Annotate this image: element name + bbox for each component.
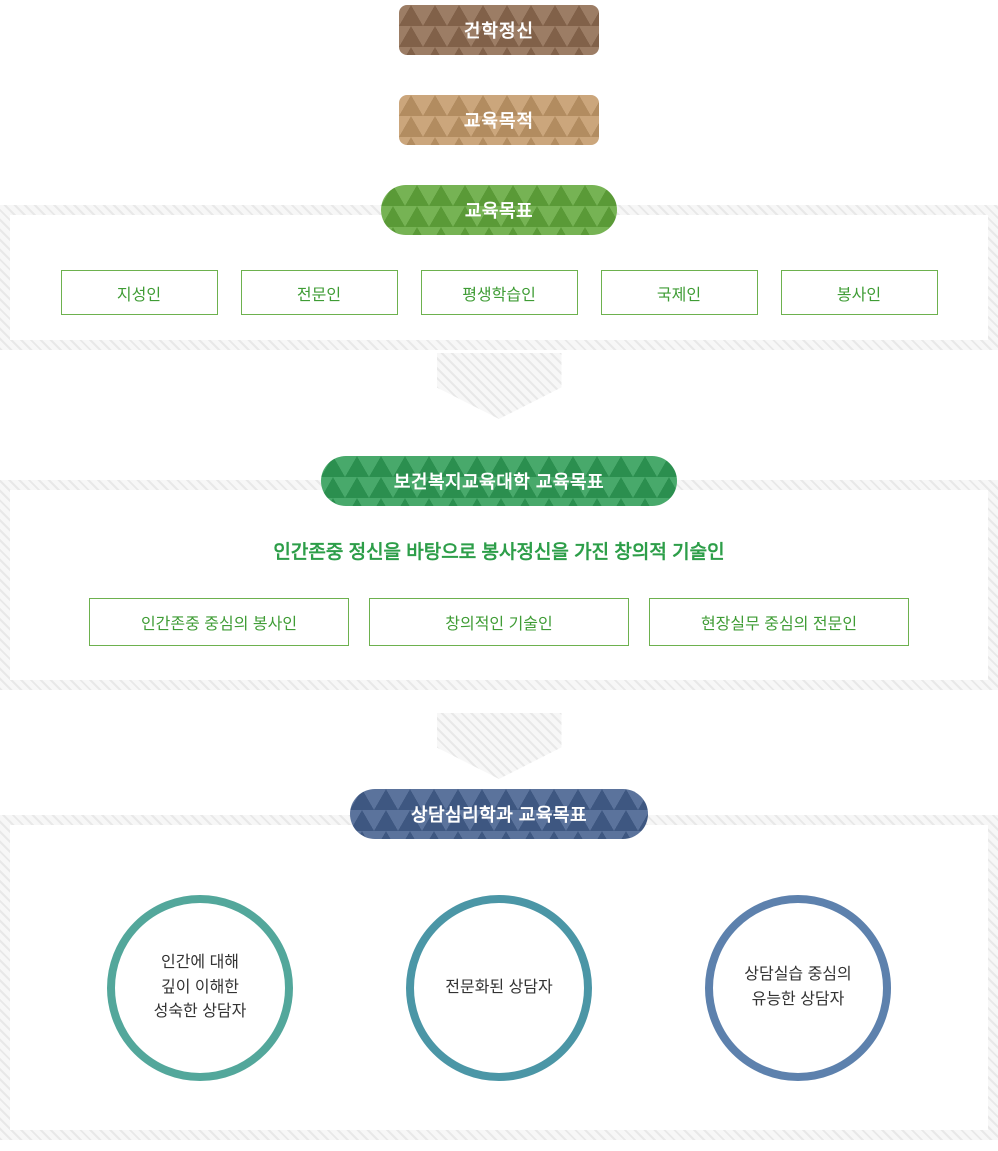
college-goals-title: 보건복지교육대학 교육목표: [393, 472, 605, 492]
education-purpose-box: 교육목적: [399, 95, 599, 145]
goal-circle: 인간에 대해 깊이 이해한 성숙한 상담자: [107, 895, 293, 1081]
section-inner-panel: [10, 490, 988, 680]
goal-box: 전문인: [240, 270, 398, 315]
goal-box-label: 지성인: [116, 286, 162, 304]
founding-spirit-box: 건학정신: [399, 5, 599, 55]
down-arrow-icon: [436, 353, 562, 419]
department-goals-list: 인간에 대해 깊이 이해한 성숙한 상담자 전문화된 상담자 상담실습 중심의 …: [0, 815, 998, 1081]
goal-circle-label: 인간에 대해 깊이 이해한 성숙한 상담자: [153, 953, 247, 1021]
goal-box-label: 국제인: [656, 286, 702, 304]
goal-circle: 상담실습 중심의 유능한 상담자: [705, 895, 891, 1081]
university-goals-title: 교육목표: [464, 201, 534, 221]
goal-circle: 전문화된 상담자: [406, 895, 592, 1081]
education-purpose-label: 교육목적: [463, 111, 535, 131]
college-goals-slogan: 인간존중 정신을 바탕으로 봉사정신을 가진 창의적 기술인: [273, 542, 725, 563]
goal-box: 지성인: [60, 270, 218, 315]
department-goals-title: 상담심리학과 교육목표: [410, 805, 588, 825]
university-goals-list: 지성인 전문인 평생학습인 국제인 봉사인: [0, 205, 998, 315]
goal-box-label: 봉사인: [836, 286, 882, 304]
goal-box: 평생학습인: [420, 270, 578, 315]
college-goals-pill: 보건복지교육대학 교육목표: [321, 456, 677, 506]
department-goals-section: 상담심리학과 교육목표 인간에 대해 깊이 이해한 성숙한 상담자 전문화된 상…: [0, 789, 998, 1140]
goal-box-label: 전문인: [296, 286, 342, 304]
college-goals-list: 인간존중 중심의 봉사인 창의적인 기술인 현장실무 중심의 전문인: [0, 564, 998, 646]
goal-box-label: 현장실무 중심의 전문인: [700, 616, 858, 633]
goal-circle-label: 전문화된 상담자: [445, 978, 553, 996]
college-goals-section: 보건복지교육대학 교육목표 인간존중 정신을 바탕으로 봉사정신을 가진 창의적…: [0, 456, 998, 690]
goal-box-label: 평생학습인: [462, 286, 536, 304]
goal-box: 봉사인: [780, 270, 938, 315]
founding-spirit-label: 건학정신: [463, 21, 535, 41]
goal-box: 국제인: [600, 270, 758, 315]
goal-circle-label: 상담실습 중심의 유능한 상담자: [744, 966, 852, 1008]
down-arrow-icon: [436, 713, 562, 779]
goal-box: 창의적인 기술인: [369, 598, 629, 646]
goal-box: 인간존중 중심의 봉사인: [89, 598, 349, 646]
goal-box: 현장실무 중심의 전문인: [649, 598, 909, 646]
university-goals-section: 교육목표 지성인 전문인 평생학습인 국제인 봉사인: [0, 185, 998, 350]
goal-box-label: 인간존중 중심의 봉사인: [140, 616, 298, 633]
goal-box-label: 창의적인 기술인: [445, 616, 553, 633]
university-goals-pill: 교육목표: [381, 185, 617, 235]
department-goals-pill: 상담심리학과 교육목표: [350, 789, 648, 839]
